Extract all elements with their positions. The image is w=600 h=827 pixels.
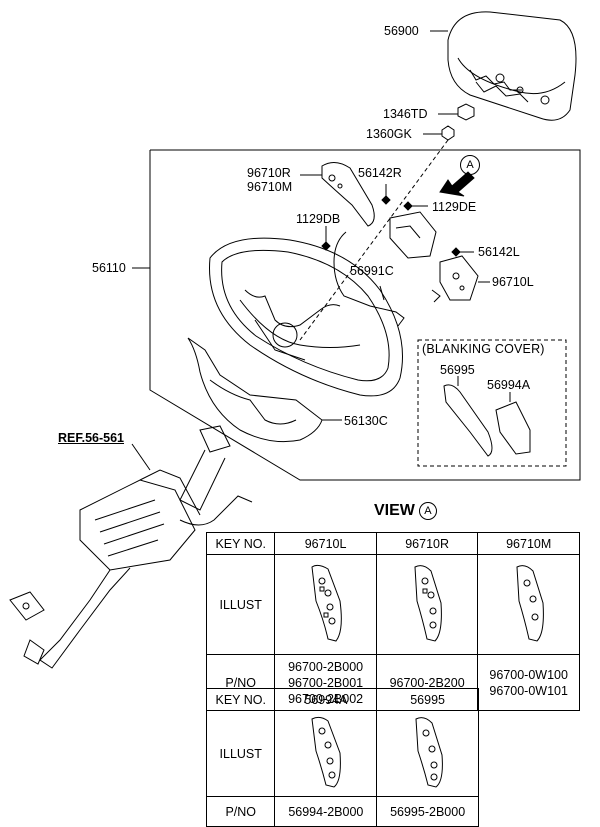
illust-56995 (376, 710, 479, 797)
callout-1360gk: 1360GK (366, 127, 412, 141)
key-56995: 56995 (376, 688, 479, 711)
key-96710r: 96710R (375, 532, 479, 555)
blanking-cover-label: (BLANKING COVER) (422, 342, 545, 356)
illust-56994a (274, 710, 378, 797)
steering-column-icon (9, 425, 253, 669)
illust-96710m (477, 554, 580, 655)
key-56994a: 56994A (274, 688, 378, 711)
callout-56142r: 56142R (358, 166, 402, 180)
switch-96710l-icon (389, 211, 490, 301)
part-number: 96700-0W101 (489, 683, 568, 698)
illust-96710l (274, 554, 377, 655)
key-96710m: 96710M (477, 532, 580, 555)
callout-56900: 56900 (384, 24, 419, 38)
steering-wheel-icon (209, 237, 403, 397)
callout-56994a: 56994A (487, 378, 531, 392)
bolt-icon (423, 125, 455, 141)
nut-icon (438, 103, 475, 121)
key-96710l: 96710L (274, 532, 377, 555)
pno-56995: 56995-2B000 (376, 796, 479, 827)
illust-header: ILLUST (205, 710, 276, 797)
pno-56994a: 56994-2B000 (274, 796, 378, 827)
assembly-boundary (149, 149, 581, 481)
key-no-header: KEY NO. (205, 688, 276, 711)
part-number: 56994-2B000 (288, 804, 364, 819)
pno-header: P/NO (205, 796, 276, 827)
callout-96710l: 96710L (492, 275, 534, 289)
callout-56110: 56110 (92, 261, 126, 275)
callout-56130c: 56130C (344, 414, 388, 428)
view-title-marker: A (418, 502, 437, 520)
callout-96710m: 96710M (247, 180, 293, 194)
airbag-module-icon (430, 11, 577, 121)
view-arrow-icon (439, 171, 475, 197)
ref-56-561: REF.56-561 (58, 431, 125, 445)
callout-1346td: 1346TD (383, 107, 428, 121)
key-table-switches: KEY NO. 96710L 96710R 96710M ILLUST (205, 532, 580, 711)
illust-header: ILLUST (205, 554, 276, 655)
part-number: 96700-0W100 (489, 667, 568, 682)
illust-96710r (375, 554, 479, 655)
pno-96710m: 96700-0W100 96700-0W101 (477, 654, 580, 711)
callout-1129db: 1129DB (296, 212, 341, 226)
callout-56995: 56995 (440, 363, 475, 377)
blanking-cover-icon (311, 716, 341, 788)
view-marker-a: A (460, 155, 480, 175)
callout-96710r: 96710R (247, 166, 291, 180)
callout-56142l: 56142L (478, 245, 520, 259)
switch-96710r-icon (300, 162, 375, 227)
part-number: 96700-2B200 (389, 675, 465, 690)
callout-1129de: 1129DE (432, 200, 477, 214)
part-number: 56995-2B000 (390, 804, 466, 819)
switch-panel-icon (311, 564, 342, 642)
wire-harness-icon (333, 231, 441, 327)
switch-panel-icon (516, 565, 544, 642)
part-number: 96700-2B001 (288, 675, 364, 690)
lower-cover-icon (187, 337, 342, 443)
blanking-cover-56995-icon (443, 376, 493, 457)
blanking-cover-box (417, 339, 567, 467)
key-table-blanking-covers: KEY NO. 56994A 56995 ILLUST P/NO 56994-2… (205, 688, 479, 827)
view-label: VIEW (374, 502, 415, 520)
part-number: 96700-2B000 (288, 659, 364, 674)
blanking-cover-icon (415, 717, 443, 788)
blanking-cover-56994a-icon (495, 392, 531, 455)
callout-56991c: 56991C (350, 264, 394, 278)
switch-panel-icon (414, 565, 442, 642)
key-no-header: KEY NO. (205, 532, 276, 555)
